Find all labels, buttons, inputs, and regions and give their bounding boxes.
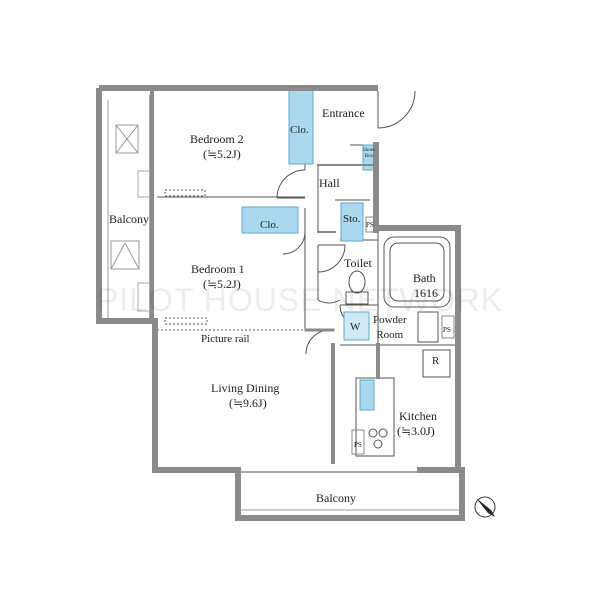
bedroom1-size: (≒5.2J) [203,277,241,291]
closet-bedroom2-label: Clo. [290,124,309,136]
closet-bedroom2 [288,89,314,165]
balcony-west-label: Balcony [109,212,149,226]
ps-label-powder: PS [443,326,451,334]
bedroom1-name: Bedroom 1 [191,262,245,276]
kitchen-size: (≒3.0J) [397,424,435,438]
picture-rail-label: Picture rail [201,333,250,345]
toilet-tank [345,291,369,305]
hall-label: Hall [319,176,340,190]
refrigerator-label: R [432,355,440,367]
aircon-unit [164,317,208,325]
living-size: (≒9.6J) [229,396,267,410]
pipe-shaft [351,429,365,455]
storage-label: Sto. [343,213,361,225]
outdoor-unit [115,124,139,154]
bedroom2-name: Bedroom 2 [190,132,244,146]
bath-name: Bath [413,271,436,285]
door-swing [317,244,346,273]
stove-burner [373,439,383,449]
toilet-label: Toilet [344,256,372,270]
balcony-south-label: Balcony [316,491,356,505]
stove-burner [378,428,388,438]
door-swing [276,169,306,199]
closet-bedroom1 [241,206,299,234]
bathtub-inner [389,242,445,302]
kitchen-counter [355,377,395,457]
door-swing [282,231,306,255]
entrance-label: Entrance [322,106,365,120]
living-name: Living Dining [211,381,280,395]
refrigerator-space [422,349,451,378]
ps-label-storage: PS [366,221,374,229]
bedroom2-size: (≒5.2J) [203,147,241,161]
door-swing [305,329,331,355]
storage-closet [340,202,364,242]
bathtub [383,236,451,308]
compass-icon [474,496,496,518]
entrance-door-swing [377,90,416,129]
pipe-shaft [441,315,455,339]
closet-bedroom1-label: Clo. [260,219,279,231]
ps-label-kitchen: PS [354,441,362,449]
stove-burner [368,428,378,438]
washer-pan [343,311,370,341]
bath-size: 1616 [414,286,438,300]
wash-basin [417,311,439,343]
kitchen-sink [359,379,375,411]
door-swing [317,299,341,304]
washer-label: W [350,321,361,333]
closets [241,89,378,411]
aircon-unit [164,189,206,197]
kitchen-name: Kitchen [399,409,437,423]
watermark: PILOT HOUSE NETWORK [96,282,503,318]
outdoor-unit [110,240,140,270]
toilet-bowl [348,270,366,294]
